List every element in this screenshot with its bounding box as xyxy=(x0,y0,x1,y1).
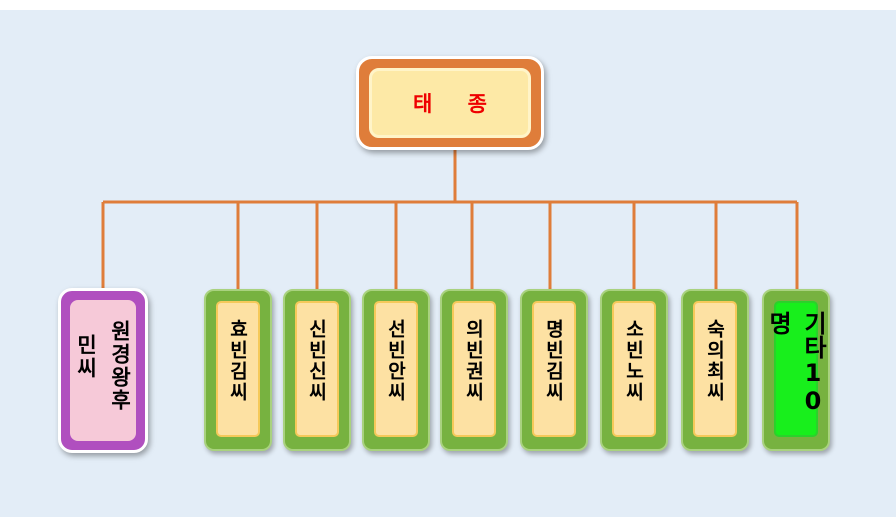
root-node: 태 종 xyxy=(356,56,544,150)
concubine-node-inner: 신빈신씨 xyxy=(295,301,339,437)
concubine-node-inner: 의빈권씨 xyxy=(452,301,496,437)
concubine-node-highlight: 기타10명 xyxy=(762,289,830,451)
concubine-node: 선빈안씨 xyxy=(362,289,430,451)
concubine-label: 기타10명 xyxy=(764,311,827,415)
concubine-node: 의빈권씨 xyxy=(440,289,508,451)
queen-clan: 민씨 xyxy=(74,334,98,380)
concubine-label: 소빈노씨 xyxy=(622,319,645,403)
concubine-node-inner-highlight: 기타10명 xyxy=(764,301,827,437)
queen-node-inner: 원경왕후 민씨 xyxy=(70,300,136,441)
concubine-node: 효빈김씨 xyxy=(204,289,272,451)
queen-title: 원경왕후 xyxy=(108,320,132,412)
concubine-node: 명빈김씨 xyxy=(520,289,588,451)
queen-node: 원경왕후 민씨 xyxy=(58,288,148,453)
root-label: 태 종 xyxy=(413,92,501,116)
concubine-label: 효빈김씨 xyxy=(226,319,249,403)
concubine-label: 명빈김씨 xyxy=(542,319,565,403)
concubine-node: 숙의최씨 xyxy=(681,289,749,451)
concubine-node-inner: 소빈노씨 xyxy=(612,301,656,437)
concubine-node-inner: 선빈안씨 xyxy=(374,301,418,437)
concubine-node: 소빈노씨 xyxy=(600,289,668,451)
root-node-inner: 태 종 xyxy=(369,68,531,138)
concubine-label: 의빈권씨 xyxy=(462,319,485,403)
concubine-node: 신빈신씨 xyxy=(283,289,351,451)
concubine-label: 숙의최씨 xyxy=(703,319,726,403)
concubine-node-inner: 숙의최씨 xyxy=(693,301,737,437)
concubine-node-inner: 효빈김씨 xyxy=(216,301,260,437)
concubine-node-inner: 명빈김씨 xyxy=(532,301,576,437)
concubine-label: 선빈안씨 xyxy=(384,319,407,403)
concubine-label: 신빈신씨 xyxy=(305,319,328,403)
